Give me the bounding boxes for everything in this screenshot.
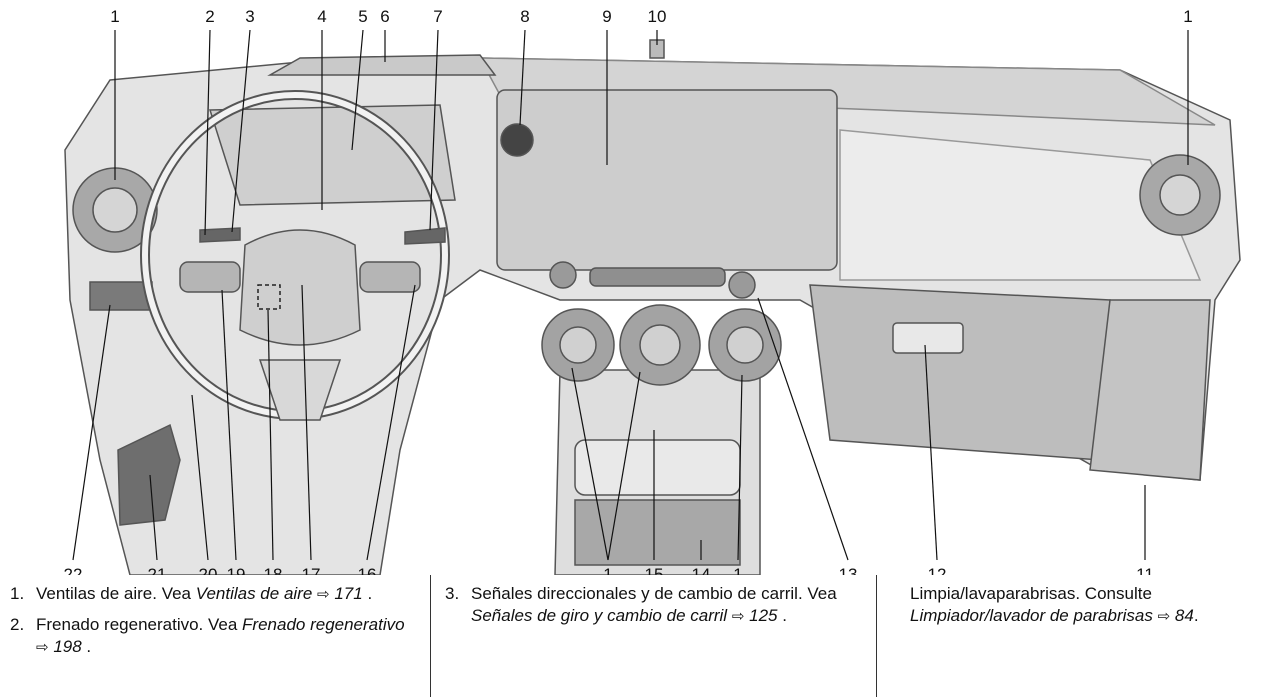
bottom-callouts: 22 21 20 19 18 17 16 1 15 14 1 13 12 11 <box>64 565 1154 575</box>
callout-6: 6 <box>380 7 389 26</box>
callout-18: 18 <box>264 565 283 575</box>
callout-8: 8 <box>520 7 529 26</box>
dashboard-illustration: 1 2 3 4 5 6 7 8 9 10 1 22 21 20 19 18 17… <box>64 7 1241 575</box>
callout-13: 13 <box>839 565 858 575</box>
legend-item-number: 2. <box>10 615 25 634</box>
legend-item-text: Frenado regenerativo. Vea <box>36 615 243 634</box>
page-number: 198 <box>53 637 82 656</box>
page-arrow-icon: ⇨ <box>317 586 330 603</box>
legend-item-number: 1. <box>10 584 25 603</box>
legend-item-tail: . <box>1193 606 1199 625</box>
page-number: 125 <box>749 606 778 625</box>
callout-leader-lines <box>72 29 1189 561</box>
legend-column-2: 3. Señales direccionales y de cambio de … <box>445 583 865 636</box>
legend-item-reference[interactable]: Ventilas de aire <box>195 584 313 603</box>
callout-10: 10 <box>648 7 667 26</box>
callout-16: 16 <box>358 565 377 575</box>
legend-item-reference[interactable]: Limpiador/lavador de parabrisas <box>910 606 1153 625</box>
legend-item-3: 3. Señales direccionales y de cambio de … <box>445 583 865 628</box>
legend-item-text: Señales direccionales y de cambio de car… <box>471 584 837 603</box>
callout-17: 17 <box>302 565 321 575</box>
legend-item-continued: Limpia/lavaparabrisas. Consulte Limpiado… <box>910 583 1260 628</box>
callout-3: 3 <box>245 7 254 26</box>
callout-20: 20 <box>199 565 218 575</box>
callout-11: 11 <box>1136 565 1154 575</box>
callout-12: 12 <box>928 565 947 575</box>
page-arrow-icon: ⇨ <box>36 639 49 656</box>
callout-9: 9 <box>602 7 611 26</box>
callout-22: 22 <box>64 565 83 575</box>
callout-19: 19 <box>227 565 246 575</box>
legend-column-3: Limpia/lavaparabrisas. Consulte Limpiado… <box>910 583 1260 636</box>
page-number: 84 <box>1174 606 1194 625</box>
callout-1-center-vents: 1 <box>603 565 612 575</box>
legend-item-1: 1. Ventilas de aire. Vea Ventilas de air… <box>10 583 420 606</box>
legend-item-number: 3. <box>445 584 460 603</box>
page-arrow-icon: ⇨ <box>1157 608 1171 625</box>
callout-1-left-vent: 1 <box>110 7 119 26</box>
callout-7: 7 <box>433 7 442 26</box>
page-arrow-icon: ⇨ <box>731 608 745 625</box>
callout-2: 2 <box>205 7 214 26</box>
callout-15: 15 <box>645 565 664 575</box>
dashboard-drawing <box>64 39 1241 575</box>
callout-5: 5 <box>358 7 367 26</box>
legend-item-reference[interactable]: Frenado regenerativo <box>242 615 405 634</box>
page-number: 171 <box>334 584 363 603</box>
legend-item-tail: . <box>777 606 787 625</box>
top-callouts: 1 2 3 4 5 6 7 8 9 10 1 <box>110 7 1192 26</box>
legend-item-tail: . <box>81 637 92 656</box>
legend: 1. Ventilas de aire. Vea Ventilas de air… <box>0 575 1266 697</box>
callout-14: 14 <box>692 565 711 575</box>
column-divider <box>876 575 877 697</box>
callout-21: 21 <box>148 565 167 575</box>
legend-item-text: Limpia/lavaparabrisas. Consulte <box>910 584 1152 603</box>
legend-item-tail: . <box>362 584 373 603</box>
callout-1-right-vent: 1 <box>1183 7 1192 26</box>
legend-item-text: Ventilas de aire. Vea <box>36 584 196 603</box>
legend-item-2: 2. Frenado regenerativo. Vea Frenado reg… <box>10 614 420 659</box>
column-divider <box>430 575 431 697</box>
callout-4: 4 <box>317 7 326 26</box>
legend-column-1: 1. Ventilas de aire. Vea Ventilas de air… <box>10 583 420 667</box>
callout-1-right-center-vent: 1 <box>733 565 742 575</box>
legend-item-reference[interactable]: Señales de giro y cambio de carril <box>471 606 728 625</box>
